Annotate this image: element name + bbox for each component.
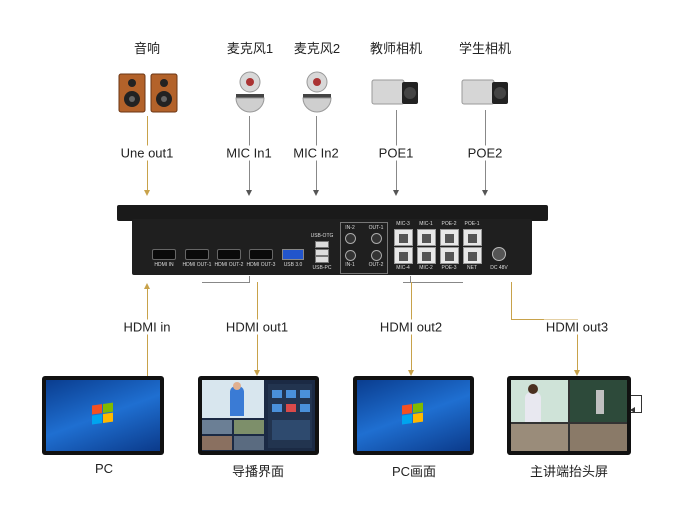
pc-display-screen xyxy=(357,380,470,451)
rj45-mic1-label: MIC-1 xyxy=(419,221,433,227)
rj45-poe1-label: POE-1 xyxy=(464,221,480,227)
usb3-label: USB 3.0 xyxy=(283,262,303,268)
mic1-label: 麦克风1 xyxy=(226,41,274,56)
rj45-net-label: NET xyxy=(467,265,477,271)
hdmi-out2-bracket xyxy=(403,282,463,283)
hdmi-out3-connection-label: HDMI out3 xyxy=(543,319,611,335)
student-camera-connection-label: POE2 xyxy=(465,145,505,161)
rj45-mic1-port xyxy=(417,229,436,246)
hdmi-out2-stub xyxy=(410,276,411,283)
dc-power-port xyxy=(492,247,506,261)
hdmi-out3-line-c xyxy=(577,319,578,371)
speaker-arrow xyxy=(144,190,150,196)
usb-pc-port xyxy=(315,256,329,263)
student-camera-arrow xyxy=(482,190,488,196)
rj45-poe2-port xyxy=(440,229,459,246)
pc-display-label: PC画面 xyxy=(391,464,437,479)
mic2-arrow xyxy=(313,190,319,196)
hdmi-out3-line-a xyxy=(511,282,512,319)
hdmi-out1-port xyxy=(185,249,209,260)
teacher-camera-label: 教师相机 xyxy=(369,41,423,56)
teacher-camera-connection-label: POE1 xyxy=(376,145,416,161)
audio-in2-jack xyxy=(345,233,356,244)
rj45-mic3-port xyxy=(394,229,413,246)
camera-icon xyxy=(370,76,420,115)
hdmi-out2-arrow xyxy=(408,370,414,376)
audio-out2-jack xyxy=(371,250,382,261)
presenter-screen xyxy=(511,380,627,451)
presenter-monitor xyxy=(507,376,631,455)
speaker-label: 音响 xyxy=(133,41,161,56)
hdmi-out1-connection-label: HDMI out1 xyxy=(223,319,291,335)
microphone-icon xyxy=(299,70,335,121)
mic2-connection-label: MIC In2 xyxy=(291,145,341,161)
usb-port xyxy=(315,249,329,256)
usb-pc-label: USB-PC xyxy=(312,265,332,271)
hdmi-in-connection-label: HDMI in xyxy=(121,319,173,335)
teacher-feed xyxy=(511,380,568,422)
classroom-feed-1 xyxy=(511,424,568,451)
rj45-mic2-label: MIC-2 xyxy=(419,265,433,271)
director-label: 导播界面 xyxy=(231,464,285,479)
hdmi-out3-arrow xyxy=(574,370,580,376)
camera-icon xyxy=(460,76,510,115)
rj45-poe1-port xyxy=(463,229,482,246)
loop-bracket xyxy=(631,395,642,413)
audio-in2-label: IN-2 xyxy=(345,225,355,231)
windows-logo-icon xyxy=(402,402,424,425)
hdmi-out2-label: HDMI OUT-2 xyxy=(214,262,244,268)
loop-arrow-icon xyxy=(630,407,635,413)
microphone-icon xyxy=(232,70,268,121)
rj45-mic3-label: MIC-3 xyxy=(396,221,410,227)
audio-out1-label: OUT-1 xyxy=(368,225,384,231)
director-screen xyxy=(202,380,315,451)
student-camera-label: 学生相机 xyxy=(458,41,512,56)
rj45-mic4-port xyxy=(394,247,413,264)
blackboard-feed xyxy=(570,380,627,422)
hdmi-out3-label: HDMI OUT-3 xyxy=(246,262,276,268)
pc-display-monitor xyxy=(353,376,474,455)
mic2-label: 麦克风2 xyxy=(293,41,341,56)
director-monitor xyxy=(198,376,319,455)
speaker-connection-label: Une out1 xyxy=(118,145,176,161)
rj45-poe3-port xyxy=(440,247,459,264)
teacher-camera-arrow xyxy=(393,190,399,196)
mic1-connection-label: MIC In1 xyxy=(224,145,274,161)
audio-in1-jack xyxy=(345,250,356,261)
hdmi-out2-connection-label: HDMI out2 xyxy=(377,319,445,335)
hdmi-out1-stub xyxy=(249,276,250,283)
rj45-mic2-port xyxy=(417,247,436,264)
rj45-mic4-label: MIC-4 xyxy=(396,265,410,271)
pc-screen xyxy=(46,380,160,451)
hdmi-out1-bracket xyxy=(202,282,250,283)
audio-jack-panel xyxy=(340,222,388,274)
hdmi-in-port xyxy=(152,249,176,260)
windows-logo-icon xyxy=(92,402,114,425)
usb3-port xyxy=(282,249,304,260)
rj45-net-port xyxy=(463,247,482,264)
audio-in1-label: IN-1 xyxy=(345,262,355,268)
pc-monitor xyxy=(42,376,164,455)
rj45-poe2-label: POE-2 xyxy=(441,221,457,227)
recording-device-panel: HDMI IN HDMI OUT-1 HDMI OUT-2 HDMI OUT-3… xyxy=(132,219,532,275)
speaker-icon xyxy=(117,72,179,119)
hdmi-out1-label: HDMI OUT-1 xyxy=(182,262,212,268)
hdmi-out3-port xyxy=(249,249,273,260)
dc-power-label: DC 48V xyxy=(490,265,508,271)
usb-otg-port xyxy=(315,241,329,248)
classroom-feed-2 xyxy=(570,424,627,451)
presenter-label: 主讲端抬头屏 xyxy=(529,464,609,479)
audio-out2-label: OUT-2 xyxy=(368,262,384,268)
hdmi-in-label: HDMI IN xyxy=(154,262,174,268)
pc-label: PC xyxy=(94,461,114,476)
usb-otg-label: USB-OTG xyxy=(310,233,334,239)
hdmi-out2-port xyxy=(217,249,241,260)
audio-out1-jack xyxy=(371,233,382,244)
mic1-arrow xyxy=(246,190,252,196)
device-top-plate xyxy=(117,205,548,221)
main-preview xyxy=(202,380,264,418)
hdmi-in-arrow xyxy=(144,283,150,289)
rj45-poe3-label: POE-3 xyxy=(441,265,457,271)
hdmi-out1-arrow xyxy=(254,370,260,376)
